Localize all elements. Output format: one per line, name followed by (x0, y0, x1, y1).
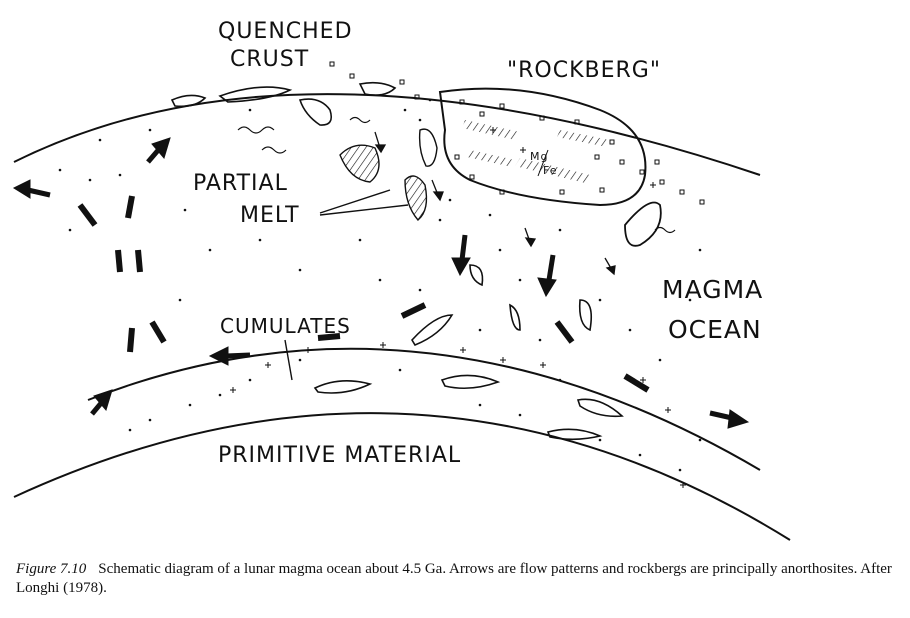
mgfe-slash (537, 149, 549, 177)
flow-arrow-down-right (537, 254, 557, 298)
magma-ocean-label-line1: MAGMA (662, 275, 763, 304)
flow-arrow-left-top (12, 179, 51, 199)
cumulates-label: CUMULATES (220, 314, 351, 338)
figure-number: Figure 7.10 (16, 561, 87, 577)
partial-melt-pointers (319, 189, 409, 216)
magma-ocean-label-line2: OCEAN (668, 315, 762, 344)
flow-arrows (12, 137, 750, 429)
partial-melt-label-line1: PARTIAL (193, 171, 288, 196)
flow-arrow-left-cumulates (208, 346, 251, 366)
mgfe-label-top: Mg (530, 150, 548, 163)
crust-cracks (237, 116, 676, 234)
crust-inclusions (170, 81, 397, 126)
rockberg-fragment (624, 201, 662, 247)
flow-arrow-upright-lower (90, 389, 113, 416)
cumulate-inclusions (313, 264, 624, 441)
mgfe-label-bottom: Fe (543, 164, 558, 177)
flow-arrow-down-center (451, 234, 471, 277)
flow-arrow-upright (146, 137, 171, 164)
small-flow-arrows (374, 131, 616, 276)
quenched-crust-label-line1: QUENCHED (218, 19, 353, 44)
magma-ocean-diagram: Mg Fe (12, 19, 791, 541)
flow-dashes (77, 195, 650, 393)
cumulates-boundary (87, 347, 761, 471)
primitive-material-label: PRIMITIVE MATERIAL (218, 443, 461, 468)
partial-melt-label-line2: MELT (240, 203, 300, 228)
quenched-crust-label-line2: CRUST (230, 47, 309, 72)
partial-melt-zones (339, 128, 438, 221)
primitive-boundary (13, 412, 791, 541)
surface-curve (13, 93, 761, 176)
crystal-crosses (230, 127, 686, 488)
cumulates-pointer (284, 339, 293, 381)
rockberg-label: "ROCKBERG" (507, 58, 661, 83)
rockberg-outline (438, 87, 647, 207)
crystal-squares (329, 61, 705, 205)
figure-caption-text: Schematic diagram of a lunar magma ocean… (16, 561, 892, 596)
flow-arrow-right-lower (709, 409, 750, 429)
magma-dots (58, 98, 702, 472)
